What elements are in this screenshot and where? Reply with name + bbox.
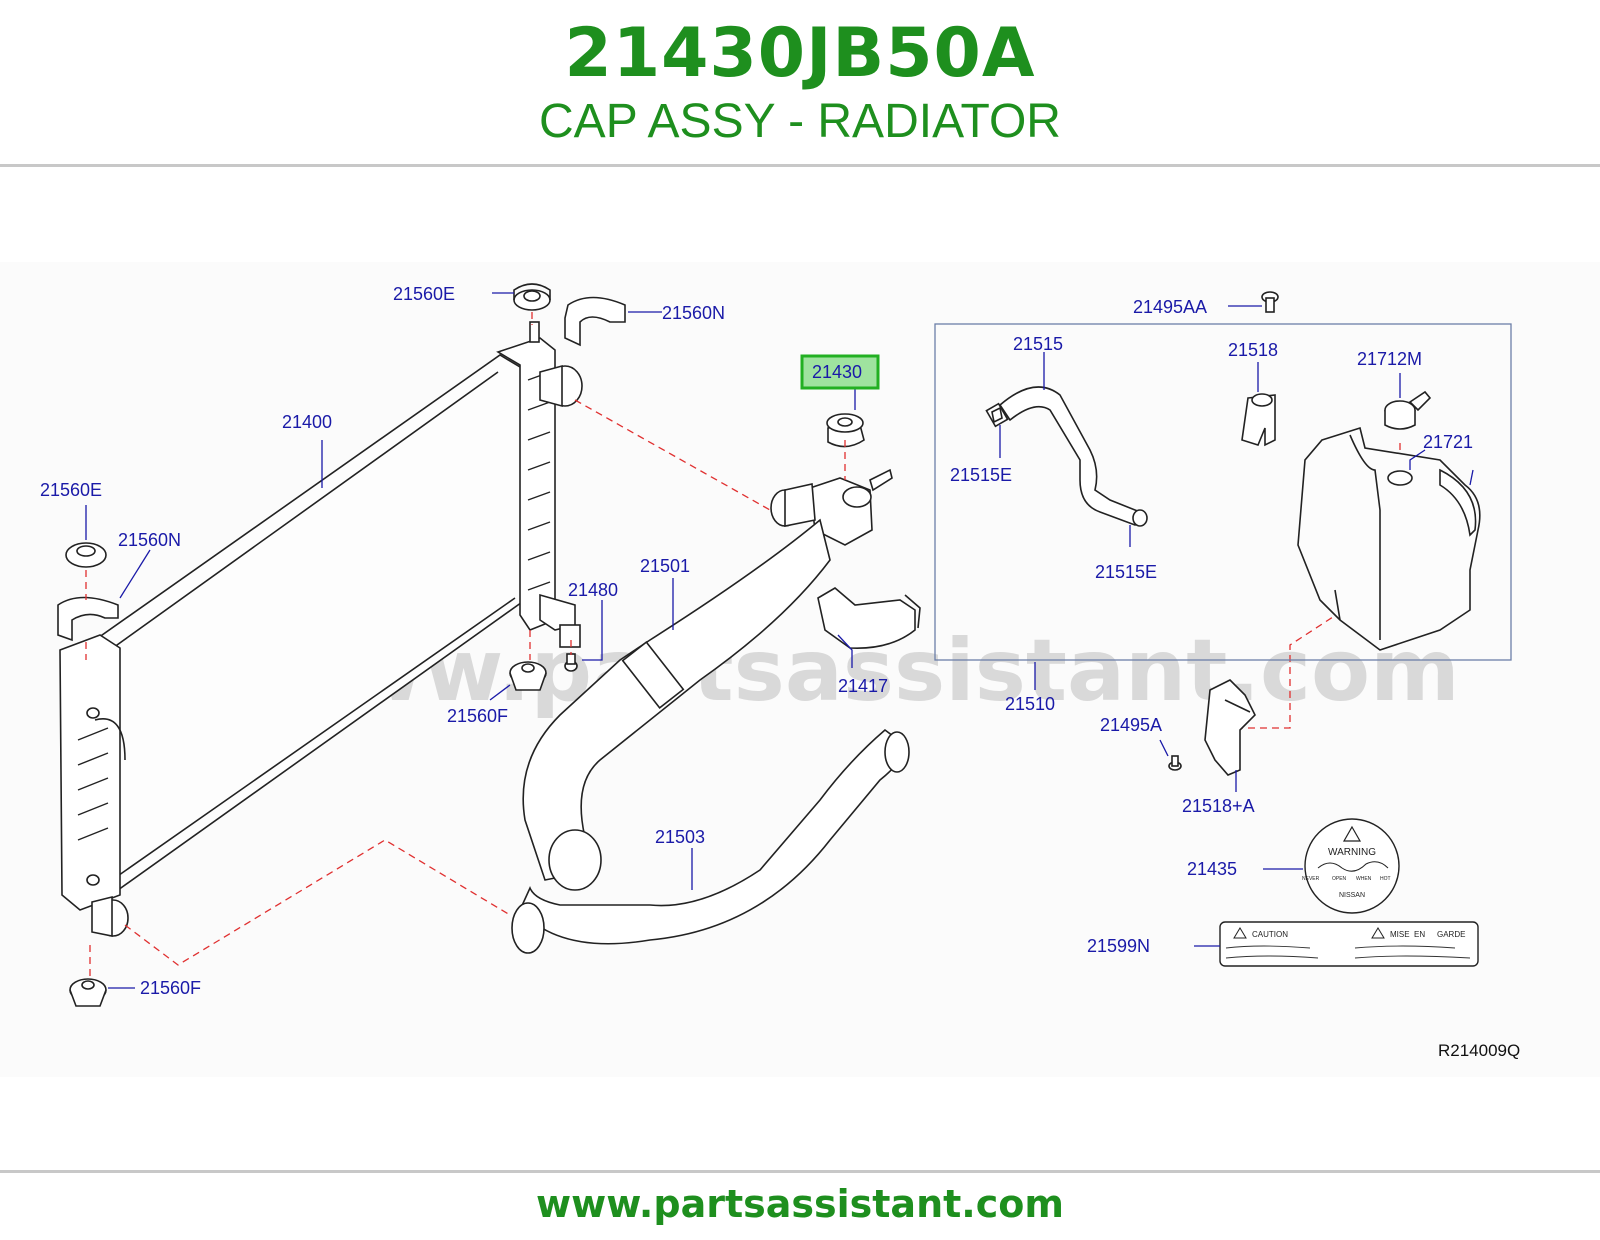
bracket-21518A (1204, 679, 1256, 776)
callout-21515E-upper: 21515E (950, 465, 1012, 485)
header-divider (0, 164, 1600, 167)
callout-21400: 21400 (282, 412, 332, 432)
clip-21515E-upper (991, 406, 1003, 424)
callout-21560N-top: 21560N (662, 303, 725, 323)
callout-21560E-left: 21560E (40, 480, 102, 500)
callout-21503: 21503 (655, 827, 705, 847)
footer-divider (0, 1170, 1600, 1173)
warning-label-brand: NISSAN (1339, 892, 1365, 899)
callout-21518: 21518 (1228, 340, 1278, 360)
lower-hose-21503 (511, 728, 910, 954)
overflow-hose-21515 (985, 386, 1148, 527)
reservoir-tank-21721 (1297, 426, 1481, 651)
mount-21560F-mid (509, 661, 547, 691)
callout-21560F-mid: 21560F (447, 706, 508, 726)
footer-website-link[interactable]: www.partsassistant.com (536, 1182, 1064, 1226)
caution-word-3: GARDE (1437, 930, 1465, 939)
warning-word-3: WHEN (1356, 876, 1372, 882)
mount-21560E-top (513, 283, 551, 311)
parts-diagram: www.partsassistant.com (0, 262, 1600, 1077)
bracket-21518 (1241, 393, 1276, 447)
callout-21515: 21515 (1013, 334, 1063, 354)
callout-21417: 21417 (838, 676, 888, 696)
callout-21712M: 21712M (1357, 349, 1422, 369)
part-number-title: 21430JB50A (564, 14, 1036, 93)
callout-21560F-bottom: 21560F (140, 978, 201, 998)
warning-label-21435: WARNING NEVER OPEN WHEN HOT NISSAN (1302, 818, 1400, 914)
bracket-21560N-top (564, 296, 626, 347)
leader-lines (85, 292, 1474, 989)
caution-word-1: MISE (1390, 930, 1410, 939)
radiator-core (59, 321, 583, 937)
callout-21435: 21435 (1187, 859, 1237, 879)
caution-word-2: EN (1414, 930, 1425, 939)
callout-21495A: 21495A (1100, 715, 1162, 735)
callout-21430: 21430 (812, 362, 862, 382)
mount-21560E-left (65, 542, 107, 568)
exploded-diagram-svg: www.partsassistant.com (40, 283, 1520, 1060)
callout-21599N: 21599N (1087, 936, 1150, 956)
bolt-21495A (1168, 755, 1182, 771)
caution-label-21599N: CAUTION MISE EN GARDE (1219, 921, 1479, 967)
warning-label-title: WARNING (1328, 847, 1376, 858)
mount-21560F-bottom (69, 978, 107, 1007)
diagram-reference-code: R214009Q (1438, 1041, 1520, 1060)
callout-21480: 21480 (568, 580, 618, 600)
radiator-cap-21430 (826, 413, 865, 448)
drain-plug-21480 (564, 653, 578, 672)
callout-21560N-left: 21560N (118, 530, 181, 550)
warning-word-2: OPEN (1332, 876, 1347, 882)
callout-21515E-lower: 21515E (1095, 562, 1157, 582)
warning-word-4: HOT (1380, 876, 1391, 882)
callout-21721: 21721 (1423, 432, 1473, 452)
callout-21518A: 21518+A (1182, 796, 1255, 816)
filler-neck-21501 (522, 468, 893, 891)
callout-21560E-top: 21560E (393, 284, 455, 304)
warning-word-1: NEVER (1302, 876, 1320, 882)
part-name-subtitle: CAP ASSY - RADIATOR (539, 95, 1061, 148)
callout-21430-highlight: 21430 (800, 354, 880, 390)
bracket-21560N-left (57, 596, 119, 642)
cap-21712M (1384, 390, 1432, 430)
caution-title: CAUTION (1252, 930, 1288, 939)
page-header: 21430JB50A CAP ASSY - RADIATOR (0, 0, 1600, 168)
reservoir-group-frame (934, 323, 1512, 661)
callout-21501: 21501 (640, 556, 690, 576)
bolt-21495AA (1261, 291, 1279, 313)
callout-21510: 21510 (1005, 694, 1055, 714)
callout-21495AA: 21495AA (1133, 297, 1207, 317)
